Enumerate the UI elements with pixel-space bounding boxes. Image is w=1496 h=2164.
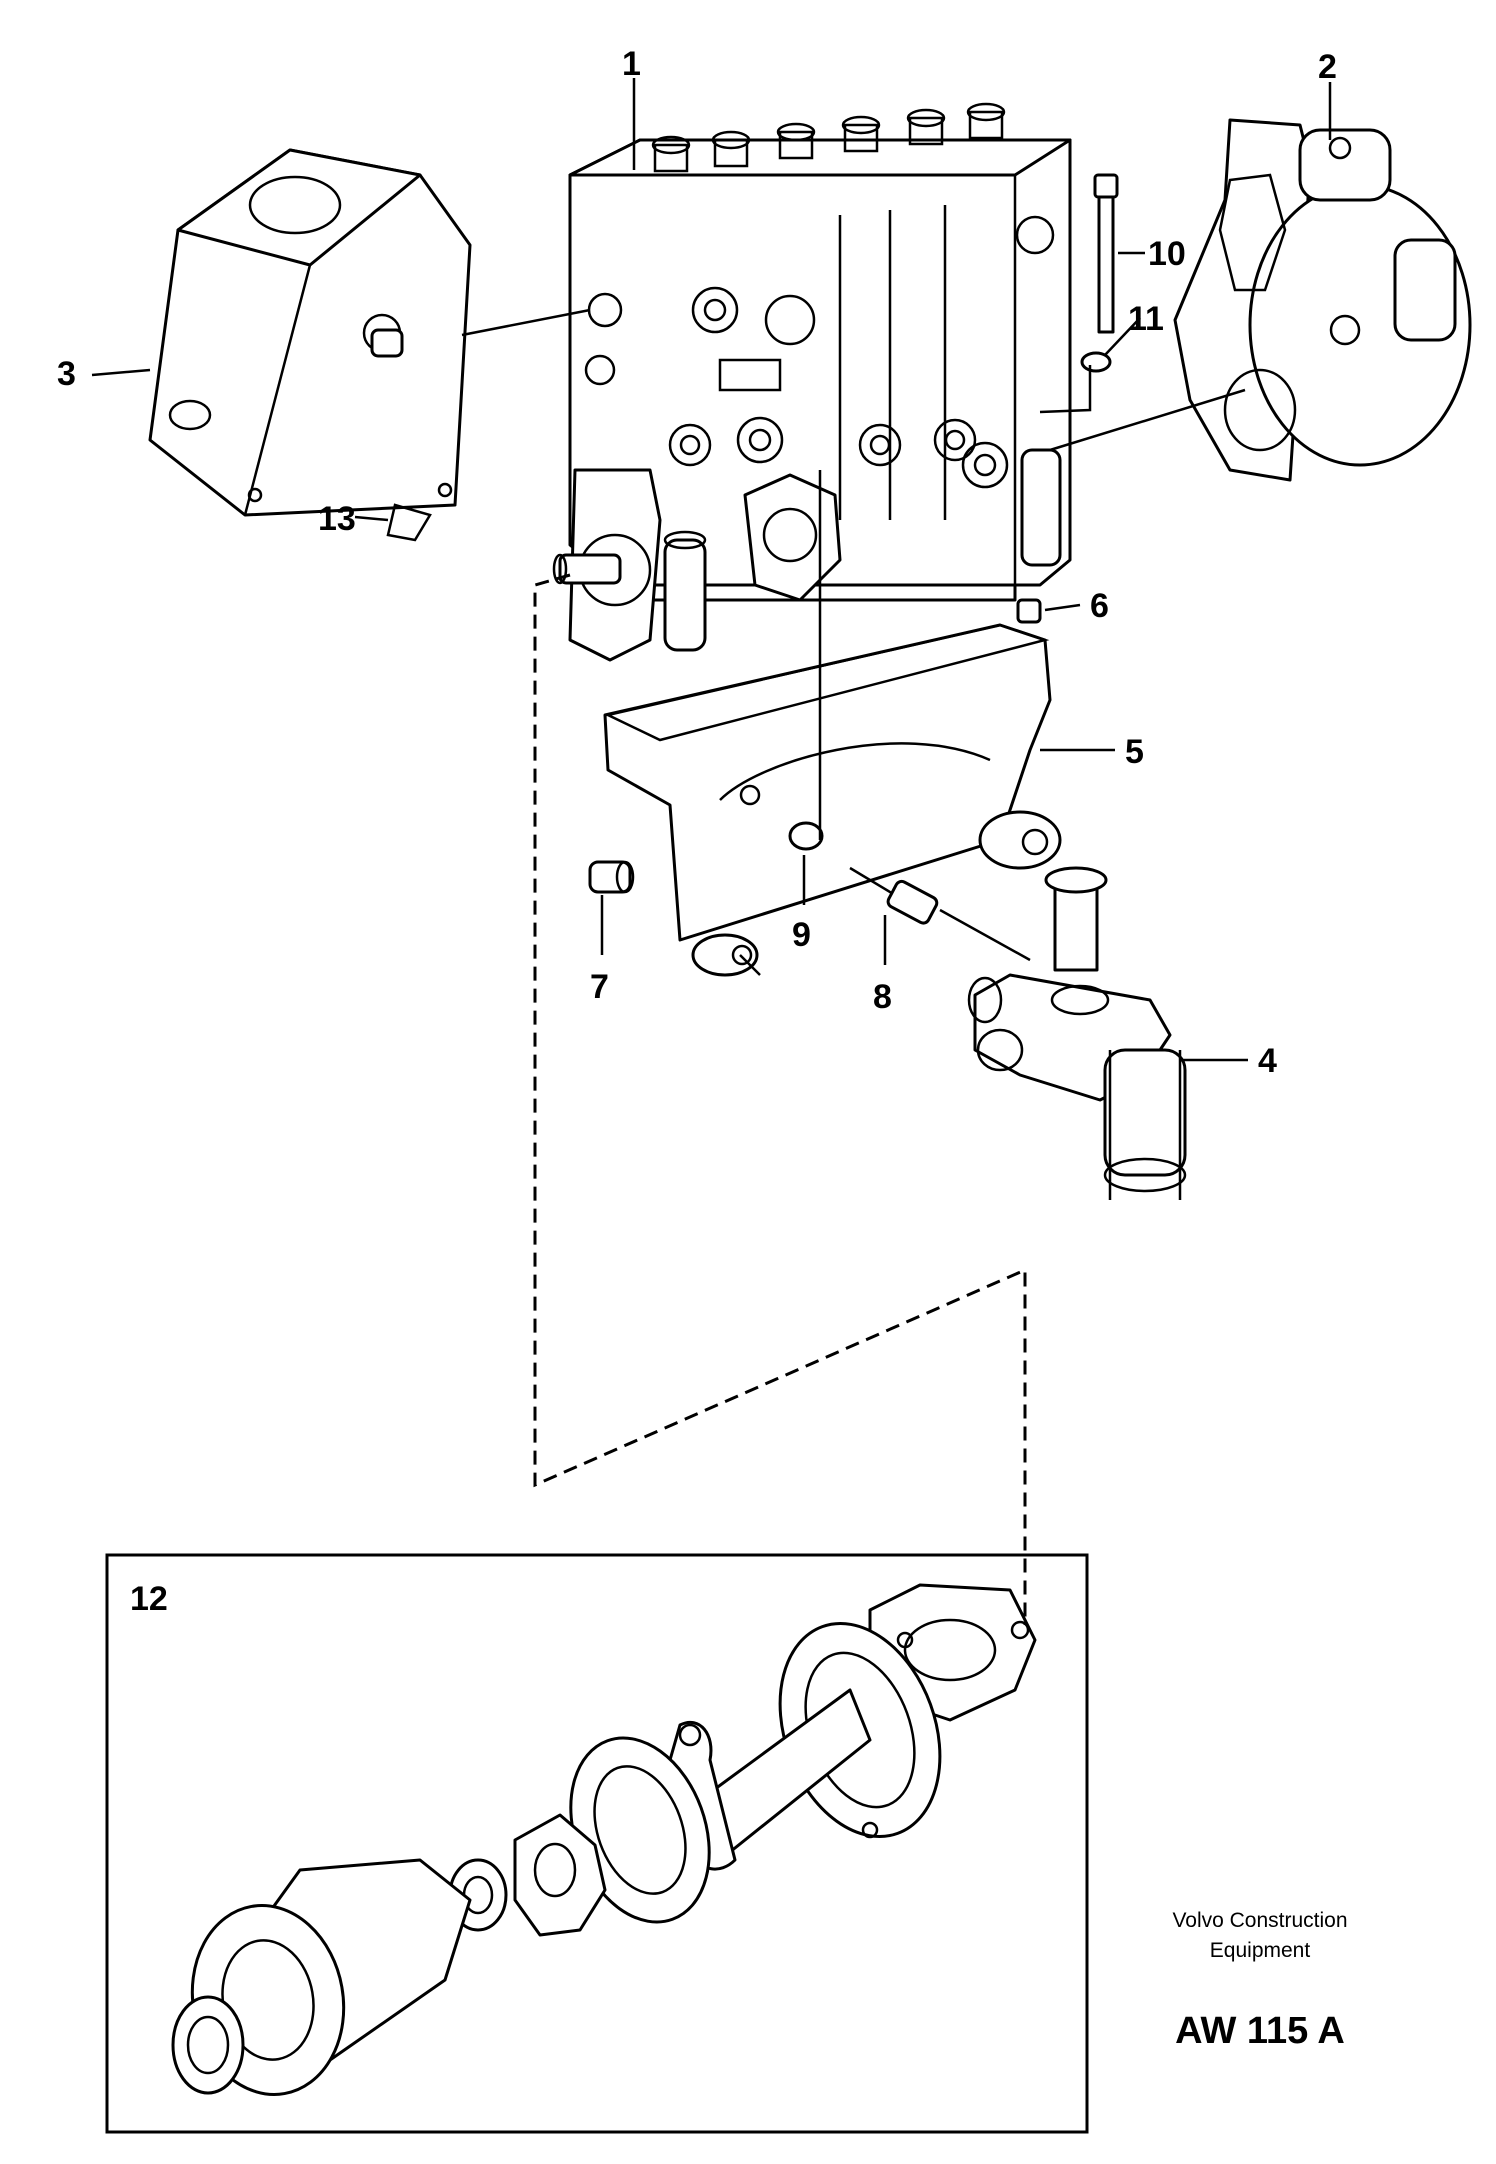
callout-2: 2 [1318,48,1337,86]
company-name-line2: Equipment [1209,1939,1311,1962]
callout-5: 5 [1125,733,1144,771]
callout-7: 7 [590,968,609,1006]
injection-pump[interactable] [552,102,1072,662]
drive-shaft-assembly[interactable] [171,1583,1037,2107]
inset-frame [105,1553,1089,2134]
governor-housing[interactable] [1173,118,1472,482]
callout-leaders [91,78,1332,1062]
callout-1: 1 [622,45,641,83]
callout-11: 11 [1128,300,1164,338]
callout-labels: 1 2 3 4 5 6 7 8 9 10 11 12 13 [57,45,1337,1618]
callout-10: 10 [1148,235,1186,273]
bolt[interactable] [849,866,939,925]
cover[interactable] [148,148,472,517]
dashed-connection-line [533,573,1027,1625]
callout-3: 3 [57,355,76,393]
callout-9: 9 [792,916,811,954]
callout-6: 6 [1090,587,1109,625]
callout-12: 12 [130,1580,168,1618]
callout-8: 8 [873,978,892,1016]
connection-lines [461,308,1246,976]
bolt-long[interactable] [1093,173,1119,334]
pump-bracket[interactable] [603,623,1062,977]
bushing[interactable] [588,860,635,894]
callout-13: 13 [318,500,356,538]
drawing-code: AW 115 A [1175,2010,1345,2052]
callout-4: 4 [1258,1042,1277,1080]
company-name-line1: Volvo Construction [1172,1909,1348,1932]
retaining-clip[interactable] [386,503,432,542]
feed-pump[interactable] [967,866,1187,1200]
washer[interactable] [788,821,824,851]
sleeve[interactable] [1016,598,1042,624]
